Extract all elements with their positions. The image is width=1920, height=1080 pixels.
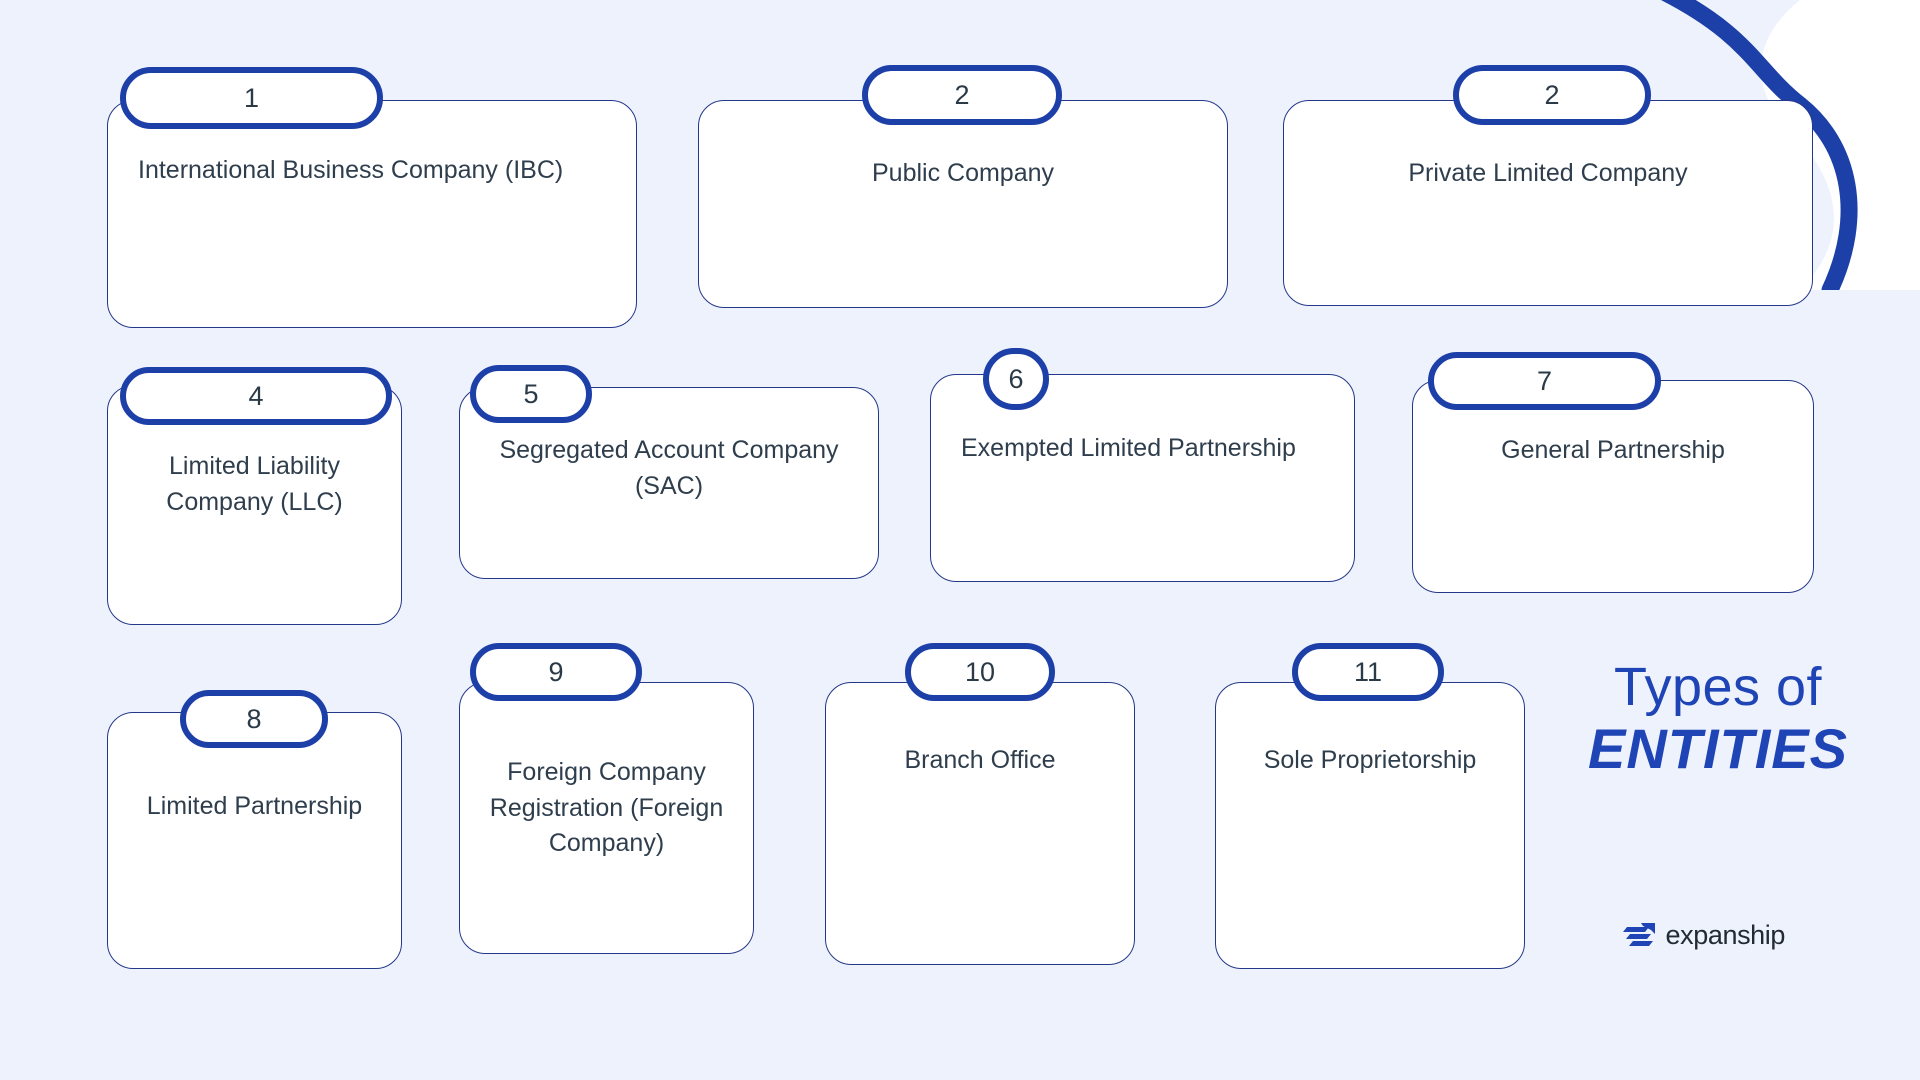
entity-card[interactable]: International Business Company (IBC) [107,100,637,328]
entity-card-badge: 6 [983,348,1049,410]
entity-card[interactable]: Limited Partnership [107,712,402,969]
entity-card[interactable]: Private Limited Company [1283,100,1813,306]
entity-card[interactable]: Public Company [698,100,1228,308]
entity-card-label: Private Limited Company [1408,159,1688,187]
entity-card-number: 9 [548,656,564,687]
entity-card-label: Segregated Account Company (SAC) [499,436,839,500]
entity-card-number: 5 [523,378,539,409]
entity-card-number: 2 [954,79,970,110]
entity-card-label: Exempted Limited Partnership [961,434,1296,462]
page-title-line-1: Types of [1613,657,1823,717]
entity-card-label: Foreign Company Registration (Foreign Co… [489,758,724,857]
entity-card-number: 11 [1353,656,1383,687]
entity-card-number: 7 [1536,365,1553,396]
entity-card-number: 2 [1544,79,1560,110]
brand-logo: expanship [1622,920,1786,951]
expanship-arrow-logo-icon [1622,922,1655,946]
entity-card[interactable]: Limited Liability Company (LLC) [107,385,402,625]
entity-card-badge: 8 [180,690,328,748]
page-title: Types of ENTITIES [1568,660,1868,779]
entity-card-label: Public Company [871,159,1055,187]
entity-card-label: Sole Proprietorship [1263,746,1477,774]
entity-card-badge: 4 [120,367,392,425]
entity-card-badge: 11 [1292,643,1444,701]
entity-card-badge: 5 [470,365,592,423]
entity-card-label: Branch Office [904,746,1056,774]
entity-card-label: Limited Liability Company (LLC) [166,452,343,516]
entity-card-number: 6 [1008,363,1024,394]
entity-card-badge: 9 [470,643,642,701]
brand-name: expanship [1665,920,1786,950]
page-title-line-2: ENTITIES [1587,717,1849,780]
entity-card[interactable]: General Partnership [1412,380,1814,593]
entity-card[interactable]: Sole Proprietorship [1215,682,1525,969]
entity-card-number: 8 [246,703,262,734]
entity-card-number: 10 [964,656,996,687]
entity-card-number: 4 [248,380,264,411]
entity-card-badge: 1 [120,67,383,129]
entity-card[interactable]: Exempted Limited Partnership [930,374,1355,582]
entity-card-number: 1 [243,82,260,113]
entity-card-badge: 10 [905,643,1055,701]
entity-card-badge: 2 [862,65,1062,125]
entity-card-label: General Partnership [1501,436,1725,464]
entity-card[interactable]: Foreign Company Registration (Foreign Co… [459,682,754,954]
entity-card-badge: 7 [1428,352,1661,410]
entity-card-label: International Business Company (IBC) [138,156,564,184]
entity-card-label: Limited Partnership [146,792,363,820]
entity-card-badge: 2 [1453,65,1651,125]
entity-card[interactable]: Branch Office [825,682,1135,965]
